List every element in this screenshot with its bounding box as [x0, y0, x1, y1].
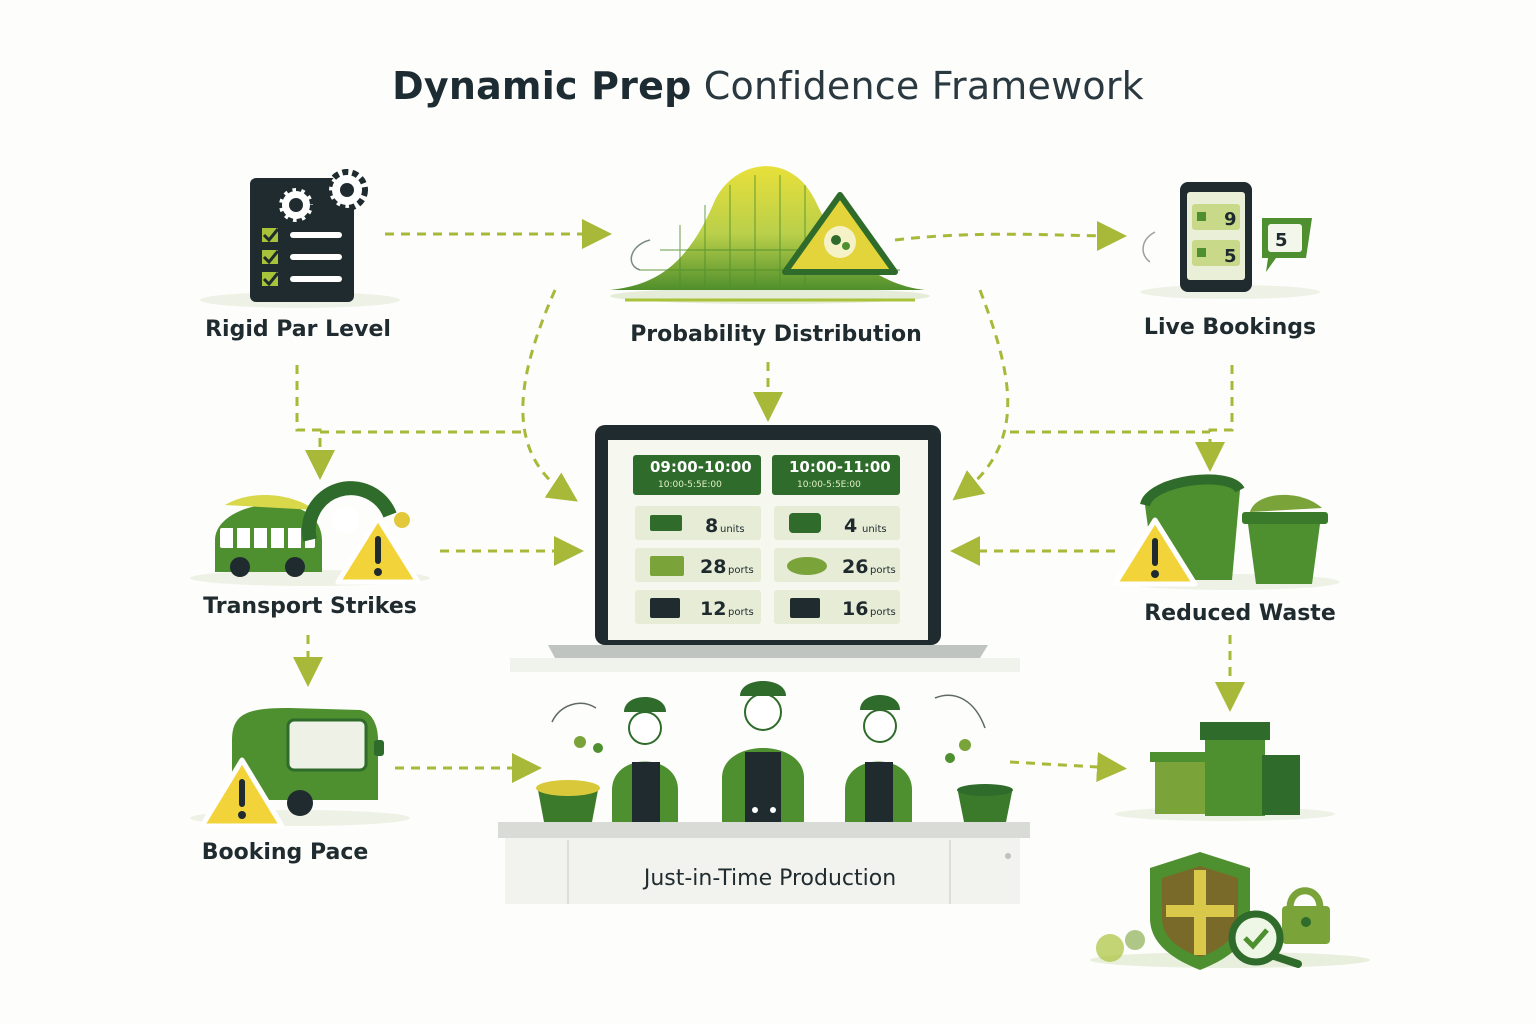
arrow-kitchen-to-bins	[1009, 751, 1127, 782]
transport-strike-icon	[190, 481, 430, 586]
arrow-left-curve-to-laptop	[521, 289, 579, 502]
bucket-icon	[1242, 494, 1328, 584]
warning-triangle-icon	[335, 515, 421, 585]
slot-1-sub: 10:00-5:5E:00	[658, 480, 722, 490]
label-transport-strikes: Transport Strikes	[203, 594, 417, 619]
arrow-bookings-down	[1195, 365, 1234, 472]
phone-value-bottom: 5	[1224, 246, 1237, 267]
title-light: Confidence Framework	[703, 64, 1144, 108]
pot-icon-right	[957, 784, 1013, 822]
arrow-right-curve-to-laptop	[952, 289, 1010, 501]
slot-1-row-2-unit: ports	[728, 565, 754, 576]
kitchen-counter	[498, 822, 1030, 904]
slot-1-row-1-value: 8	[705, 515, 718, 537]
chat-badge-icon: 5	[1262, 218, 1312, 272]
page-title: Dynamic Prep Confidence Framework	[0, 64, 1536, 108]
slot-2-row-1-unit: units	[862, 524, 887, 535]
title-bold: Dynamic Prep	[392, 64, 692, 108]
slot-1-time: 09:00-10:00	[650, 458, 752, 476]
chef-icon	[612, 697, 678, 822]
phone-value-top: 9	[1224, 209, 1237, 230]
chat-badge-value: 5	[1275, 230, 1288, 251]
slot-2-row-2-value: 26	[842, 556, 868, 578]
bell-curve-icon	[610, 166, 930, 304]
reduced-waste-icon	[1112, 474, 1340, 590]
chef-icon	[722, 681, 804, 822]
label-just-in-time-production: Just-in-Time Production	[643, 866, 897, 891]
slot-2-row-3-value: 16	[842, 598, 868, 620]
clipboard-icon	[200, 169, 400, 308]
security-icons	[1090, 852, 1370, 970]
slot-2-row-1-value: 4	[844, 515, 857, 537]
gauge-icon	[301, 481, 397, 542]
sun-icon	[394, 512, 410, 528]
label-reduced-waste: Reduced Waste	[1144, 601, 1336, 626]
slot-2-row-2-unit: ports	[870, 565, 896, 576]
label-live-bookings: Live Bookings	[1143, 315, 1317, 340]
bus-icon	[215, 494, 322, 577]
slot-1-row-2-value: 28	[700, 556, 726, 578]
slot-1-row-3-unit: ports	[728, 607, 754, 618]
warning-triangle-icon	[782, 192, 898, 275]
slot-1-row-1-unit: units	[720, 524, 745, 535]
warning-triangle-icon	[1112, 517, 1198, 587]
slot-2-sub: 10:00-5:5E:00	[797, 480, 861, 490]
laptop-dashboard: 09:00-10:00 10:00-5:5E:00 8 units 28 por…	[510, 425, 1020, 672]
label-rigid-par-level: Rigid Par Level	[205, 317, 391, 342]
shield-icon	[1150, 852, 1250, 970]
slot-2-row-3-unit: ports	[870, 607, 896, 618]
magnifier-check-icon	[1228, 910, 1302, 968]
herb-icon	[574, 736, 971, 763]
slot-2-time: 10:00-11:00	[789, 458, 891, 476]
pot-icon	[536, 780, 600, 822]
warning-triangle-icon	[199, 757, 285, 829]
chef-icon	[845, 695, 912, 822]
label-booking-pace: Booking Pace	[201, 840, 369, 865]
bins-icon	[1115, 722, 1335, 821]
slot-card-2: 10:00-11:00 10:00-5:5E:00 4 units 26 por…	[772, 455, 900, 624]
lock-icon	[1282, 887, 1330, 944]
phone-icon: 9 5 5	[1140, 182, 1320, 299]
slot-card-1: 09:00-10:00 10:00-5:5E:00 8 units 28 por…	[633, 455, 761, 624]
gear-icon-secondary	[326, 169, 368, 211]
arrow-par-down	[295, 365, 335, 480]
gear-icon	[276, 185, 316, 225]
label-probability-distribution: Probability Distribution	[630, 322, 922, 347]
arrow-probability-to-bookings	[894, 220, 1127, 251]
van-icon	[232, 708, 384, 816]
chefs-group	[536, 681, 1013, 822]
booking-pace-icon	[190, 708, 410, 829]
slot-1-row-3-value: 12	[700, 598, 726, 620]
connectors	[293, 219, 1245, 783]
